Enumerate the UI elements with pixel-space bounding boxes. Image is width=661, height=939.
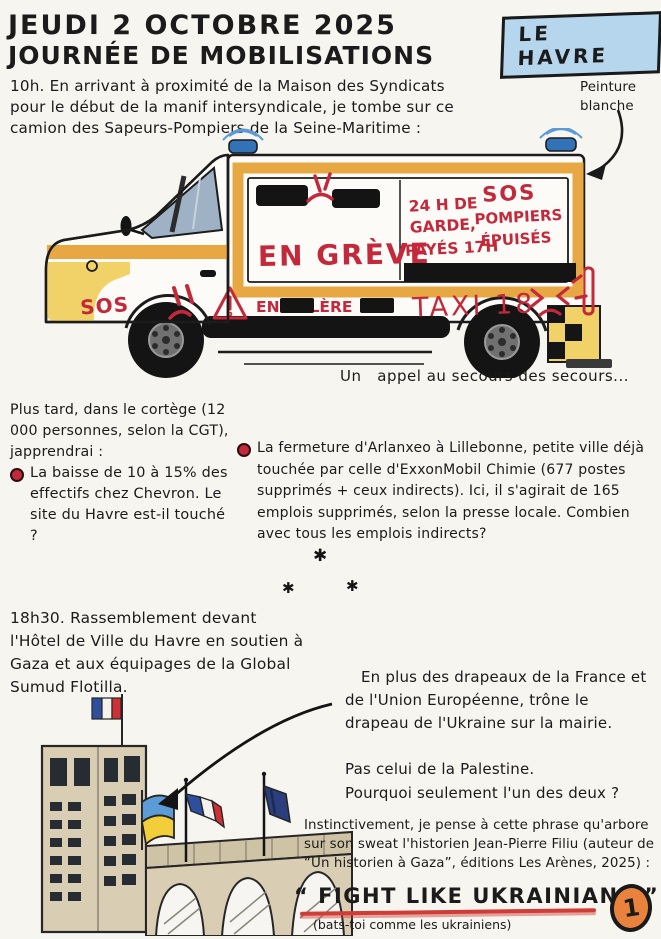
location-badge: LE HAVRE (499, 11, 661, 79)
svg-text:SOS: SOS (482, 180, 537, 207)
angry-face-icon (306, 172, 334, 203)
siren-light-icon (539, 128, 583, 152)
truck-rear (547, 266, 612, 368)
arlanxeo-bullet: La fermeture d'Arlanxeo à Lillebonne, pe… (237, 438, 657, 546)
truck-vent-icon (360, 298, 394, 313)
front-wheel (124, 294, 212, 378)
french-flag-icon (91, 694, 123, 746)
svg-text:24 H DE: 24 H DE (408, 194, 478, 216)
cab-stripe (47, 245, 228, 259)
page-title: JEUDI 2 OCTOBRE 2025 (8, 10, 397, 41)
graffiti-taxi: TAXI 18 (411, 288, 536, 323)
angry-face-icon (530, 274, 588, 317)
hood-detail-icon (86, 260, 98, 272)
page-subtitle: JOURNÉE DE MOBILISATIONS (8, 41, 435, 70)
question-line: Pourquoi seulement l'un des deux ? (345, 784, 620, 802)
svg-text:POMPIERS: POMPIERS (474, 206, 563, 229)
evening-paragraph: 18h30. Rassemblement devant l'Hôtel de V… (10, 609, 304, 696)
siren-light-icon (222, 128, 264, 154)
cortege-paragraph: Plus tard, dans le cortège (12 000 perso… (10, 402, 229, 460)
svg-text:GARDE,: GARDE, (409, 215, 476, 236)
warning-triangle-icon (212, 286, 248, 320)
truck-caption: Un appel au secours des secours... (340, 367, 629, 385)
graffiti-en-greve: EN GRÈVE (258, 236, 431, 273)
paint-annotation: Peinture blanche (580, 80, 637, 114)
fire-truck-illustration: EN GRÈVE 24 H DE GARDE, PAYÉS 17H SOS PO… (44, 128, 612, 378)
door-handle-icon (200, 270, 216, 277)
cab-window (140, 166, 224, 240)
palestine-line: Pas celui de la Palestine. (345, 760, 535, 778)
svg-text:PAYÉS 17H: PAYÉS 17H (405, 236, 499, 260)
truck-vent-icon (280, 298, 314, 313)
filiu-paragraph: Instinctivement, je pense à cette phrase… (304, 818, 655, 871)
truck-cab-outline (44, 153, 230, 324)
asterisk-icon: ✱ (313, 546, 328, 566)
french-flag-icon (183, 777, 225, 862)
quote-text: “ FIGHT LIKE UKRAINIANS ” (294, 884, 660, 908)
eu-flag-icon (261, 771, 291, 856)
rear-wheel (456, 296, 548, 378)
flag-arrow-icon (158, 702, 333, 810)
truck-vent-icon (256, 185, 308, 206)
svg-text:ÉPUISÉS: ÉPUISÉS (480, 227, 552, 250)
tower-windows (50, 756, 140, 901)
front-fender (47, 262, 130, 322)
quote-translation: (bats-toi comme les ukrainiens) (313, 917, 512, 932)
asterisk-icon: ✱ (282, 579, 295, 597)
intro-paragraph: 10h. En arrivant à proximité de la Maiso… (10, 77, 454, 137)
truck-black-band (404, 263, 576, 282)
bullet-dot-icon (10, 468, 24, 482)
flags-paragraph: En plus des drapeaux de la France et de … (345, 668, 647, 732)
city-hall-illustration (40, 694, 353, 936)
asterisk-icon: ✱ (346, 577, 359, 595)
bullet-dot-icon (237, 443, 251, 457)
paint-arrow-icon (586, 109, 624, 180)
truck-orange-frame (232, 162, 584, 298)
truck-vent-icon (332, 189, 380, 208)
chevron-bullet: La baisse de 10 à 15% des effectifs chez… (10, 463, 228, 547)
graffiti-slogans: 24 H DE GARDE, PAYÉS 17H SOS POMPIERS ÉP… (405, 180, 563, 260)
graffiti-sos: SOS (79, 292, 129, 319)
angry-face-icon (168, 284, 194, 320)
graffiti-en-colere: EN COLÈRE !! (256, 297, 372, 316)
side-skirt (202, 316, 450, 338)
